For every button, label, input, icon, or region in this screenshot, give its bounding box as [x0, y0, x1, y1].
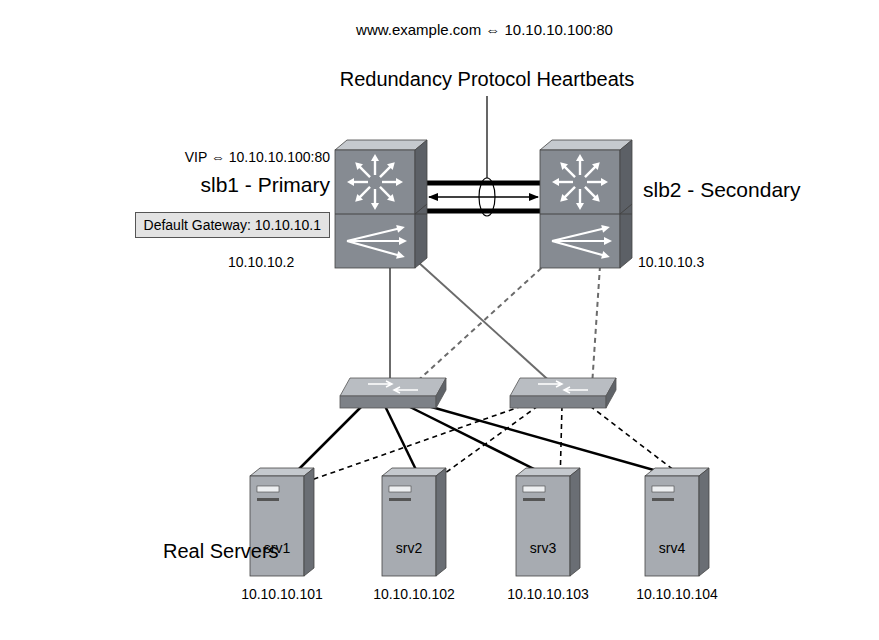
heartbeat-arrow — [429, 196, 538, 198]
server-side — [699, 468, 709, 576]
star-arrowhead — [347, 178, 354, 186]
star-arrowhead — [560, 162, 568, 170]
server-icon — [516, 468, 580, 576]
load-balancer: VIP ⇔ 10.10.10.100:80slb1 - Primary10.10… — [335, 140, 427, 268]
drive-slot — [389, 498, 411, 501]
balance-arrowhead — [396, 225, 405, 233]
gateway-label: Default Gateway: 10.10.10.1 — [144, 217, 321, 233]
real-server: srv310.10.10.103 — [516, 468, 580, 576]
server-top — [516, 468, 580, 476]
device-top — [540, 140, 632, 150]
star-arrowhead — [355, 194, 363, 202]
uplink-wire — [418, 262, 555, 386]
device-front — [540, 150, 620, 268]
server-name: srv2 — [382, 540, 436, 556]
ip-address: 10.10.10.102 — [373, 586, 455, 602]
server-wire — [428, 406, 682, 478]
star-arrowhead — [387, 162, 395, 170]
ip-address: 10.10.10.104 — [636, 586, 718, 602]
uplink-wire — [412, 262, 548, 386]
device-divider — [620, 204, 632, 214]
balance-arrowhead — [396, 251, 405, 259]
balance-arrow — [552, 241, 606, 256]
server-side — [436, 468, 446, 576]
server-name: srv3 — [516, 540, 570, 556]
callout-label: Redundancy Protocol Heartbeats — [0, 68, 879, 91]
server-front — [382, 476, 436, 576]
server-front — [516, 476, 570, 576]
ip-address: 10.10.10.2 — [228, 254, 294, 270]
balance-arrowhead — [601, 251, 610, 259]
device-divider — [335, 214, 427, 215]
server-side — [304, 468, 314, 576]
star-arrowhead — [592, 162, 600, 170]
server-wire — [385, 406, 420, 478]
server-name: srv4 — [645, 540, 699, 556]
server-top — [382, 468, 446, 476]
device-name: slb2 - Secondary — [643, 178, 801, 202]
server-top — [645, 468, 709, 476]
device-front — [335, 150, 415, 268]
drive-slot — [257, 498, 279, 501]
balance-arrow — [347, 240, 403, 242]
server-wire — [290, 406, 362, 478]
switch-icon — [510, 378, 616, 408]
drive-bay — [257, 486, 279, 492]
switch-icon — [340, 378, 446, 408]
drive-slot — [652, 498, 674, 501]
device-top — [335, 140, 427, 150]
balance-arrowhead — [604, 237, 612, 245]
star-arrowhead — [371, 154, 379, 161]
gateway-box: Default Gateway: 10.10.10.1 — [135, 212, 330, 238]
vip-label: VIP ⇔ 10.10.10.100:80 — [185, 149, 330, 165]
device-name: slb1 - Primary — [200, 173, 330, 197]
star-arrowhead — [576, 154, 584, 161]
balance-arrow — [552, 240, 608, 242]
balance-arrowhead — [601, 225, 610, 233]
heartbeat-link — [426, 209, 541, 214]
group-label: Real Servers — [163, 540, 279, 563]
device-side — [620, 140, 632, 268]
uplink-wire — [389, 268, 391, 386]
server-icon — [645, 468, 709, 576]
balance-arrow — [347, 241, 401, 256]
star-arrowhead — [601, 178, 608, 186]
real-server: srv210.10.10.102 — [382, 468, 446, 576]
drive-slot — [523, 498, 545, 501]
ip-address: 10.10.10.3 — [638, 254, 704, 270]
uplink-wire — [592, 266, 600, 386]
server-side — [570, 468, 580, 576]
drive-bay — [523, 486, 545, 492]
star-arrowhead — [371, 203, 379, 210]
star-arrowhead — [355, 162, 363, 170]
device-divider — [415, 204, 427, 214]
star-arrowhead — [396, 178, 403, 186]
star-arrowhead — [387, 194, 395, 202]
ip-address: 10.10.10.103 — [507, 586, 589, 602]
server-icon — [382, 468, 446, 576]
heartbeat-link — [426, 181, 541, 186]
balance-arrow — [552, 228, 606, 241]
star-arrowhead — [592, 194, 600, 202]
server-top — [250, 468, 314, 476]
diagram-title: www.example.com ⇔ 10.10.10.100:80 — [0, 21, 879, 38]
real-server: srv410.10.10.104 — [645, 468, 709, 576]
ip-address: 10.10.10.101 — [241, 586, 323, 602]
star-arrowhead — [576, 203, 584, 210]
device-side — [415, 140, 427, 268]
balance-arrowhead — [399, 237, 407, 245]
star-arrowhead — [560, 194, 568, 202]
leader-line — [486, 96, 487, 178]
balance-arrow — [347, 228, 401, 241]
drive-bay — [652, 486, 674, 492]
server-wire — [300, 406, 522, 484]
load-balancer-icon — [335, 140, 427, 268]
server-wire — [408, 406, 552, 478]
load-balancer-icon — [540, 140, 632, 268]
star-arrowhead — [552, 178, 559, 186]
device-divider — [540, 214, 632, 215]
server-front — [645, 476, 699, 576]
load-balancer: slb2 - Secondary10.10.10.3 — [540, 140, 632, 268]
drive-bay — [389, 486, 411, 492]
